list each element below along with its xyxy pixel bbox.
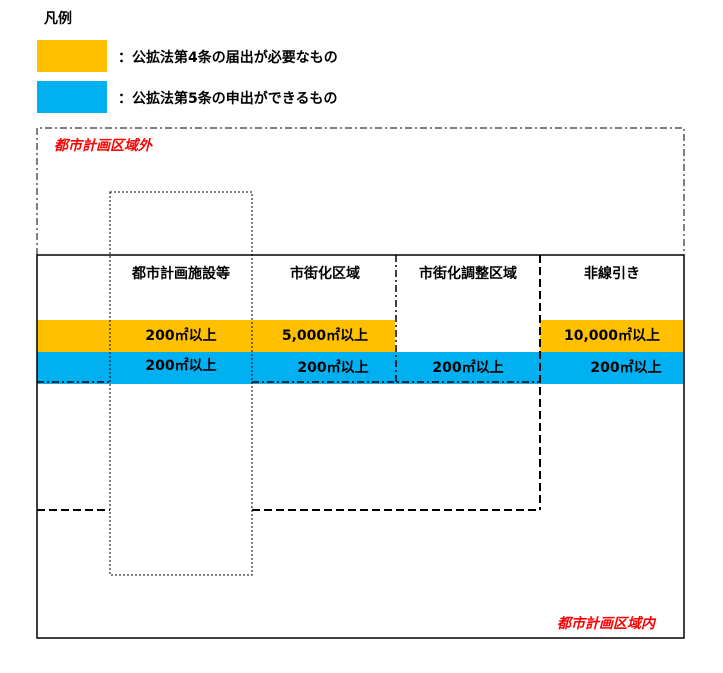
article5-value-urbanization-promotion: 200㎡以上	[297, 360, 369, 376]
label-inside-area: 都市計画区域内	[557, 616, 655, 632]
article5-value-non-delineated: 200㎡以上	[590, 360, 662, 376]
column-header-urbanization-promotion: 市街化区域	[290, 266, 360, 282]
column-header-urbanization-control: 市街化調整区域	[419, 266, 517, 282]
column-header-non-delineated: 非線引き	[584, 266, 640, 282]
legend-swatch-article4	[37, 40, 107, 72]
column-header-facilities: 都市計画施設等	[132, 266, 230, 282]
article4-value-facilities: 200㎡以上	[145, 328, 217, 344]
legend-label-article4: ：公拡法第4条の届出が必要なもの	[118, 50, 338, 66]
article4-value-non-delineated: 10,000㎡以上	[563, 328, 661, 344]
article5-value-facilities: 200㎡以上	[145, 358, 217, 374]
article4-value-urbanization-promotion: 5,000㎡以上	[281, 328, 369, 344]
article5-value-urbanization-control: 200㎡以上	[432, 360, 504, 376]
label-outside-area: 都市計画区域外	[54, 138, 152, 154]
article5-band	[37, 352, 684, 384]
article4-band-left	[37, 320, 395, 352]
legend-label-article5: ：公拡法第5条の申出ができるもの	[118, 91, 338, 107]
legend-swatch-article5	[37, 81, 107, 113]
legend-title: 凡例	[44, 11, 72, 27]
article4-band-right	[540, 320, 684, 352]
